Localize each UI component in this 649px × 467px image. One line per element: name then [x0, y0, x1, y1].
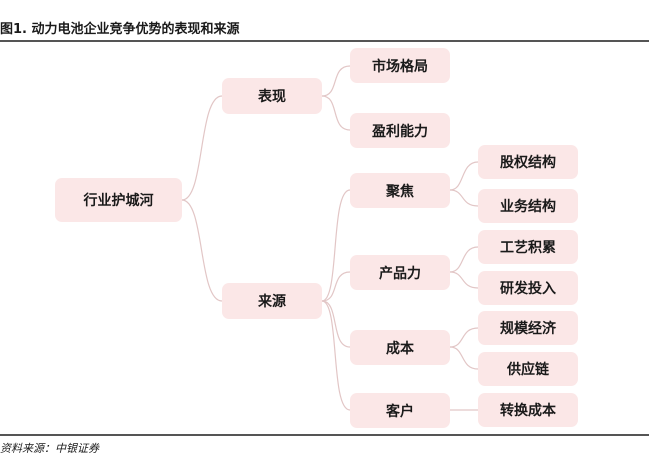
connector-cost-supply [449, 346, 479, 370]
product-strength-node: 产品力 [350, 255, 450, 290]
economies-of-scale-node: 规模经济 [478, 311, 578, 345]
supply-chain-node: 供应链 [478, 352, 578, 386]
connector-origin-cost [321, 300, 351, 348]
root-node: 行业护城河 [55, 178, 182, 222]
connector-origin-customer [321, 300, 351, 411]
connector-root-performance [181, 95, 223, 201]
connector-cost-scale [449, 327, 479, 348]
cost-node: 成本 [350, 330, 450, 365]
connector-origin-focus [321, 189, 351, 302]
connector-root-origin [181, 199, 223, 302]
equity-structure-node: 股权结构 [478, 145, 578, 179]
connector-performance-profit [321, 95, 351, 131]
profitability-node: 盈利能力 [350, 113, 450, 148]
connector-origin-product [321, 271, 351, 302]
connector-product-rnd [449, 271, 479, 289]
connector-performance-market [321, 65, 351, 97]
bottom-rule [0, 434, 649, 436]
connector-product-process [449, 246, 479, 273]
focus-node: 聚焦 [350, 173, 450, 208]
switching-cost-node: 转换成本 [478, 393, 578, 427]
connector-focus-equity [449, 161, 479, 191]
rnd-investment-node: 研发投入 [478, 271, 578, 305]
performance-node: 表现 [222, 78, 322, 114]
origin-node: 来源 [222, 283, 322, 319]
figure-title: 图1. 动力电池企业竞争优势的表现和来源 [0, 22, 240, 37]
top-rule [0, 40, 649, 42]
customer-node: 客户 [350, 393, 450, 428]
connector-focus-business [449, 189, 479, 207]
source-note: 资料来源：中银证券 [0, 442, 99, 455]
business-structure-node: 业务结构 [478, 189, 578, 223]
market-structure-node: 市场格局 [350, 48, 450, 83]
process-accumulation-node: 工艺积累 [478, 230, 578, 264]
